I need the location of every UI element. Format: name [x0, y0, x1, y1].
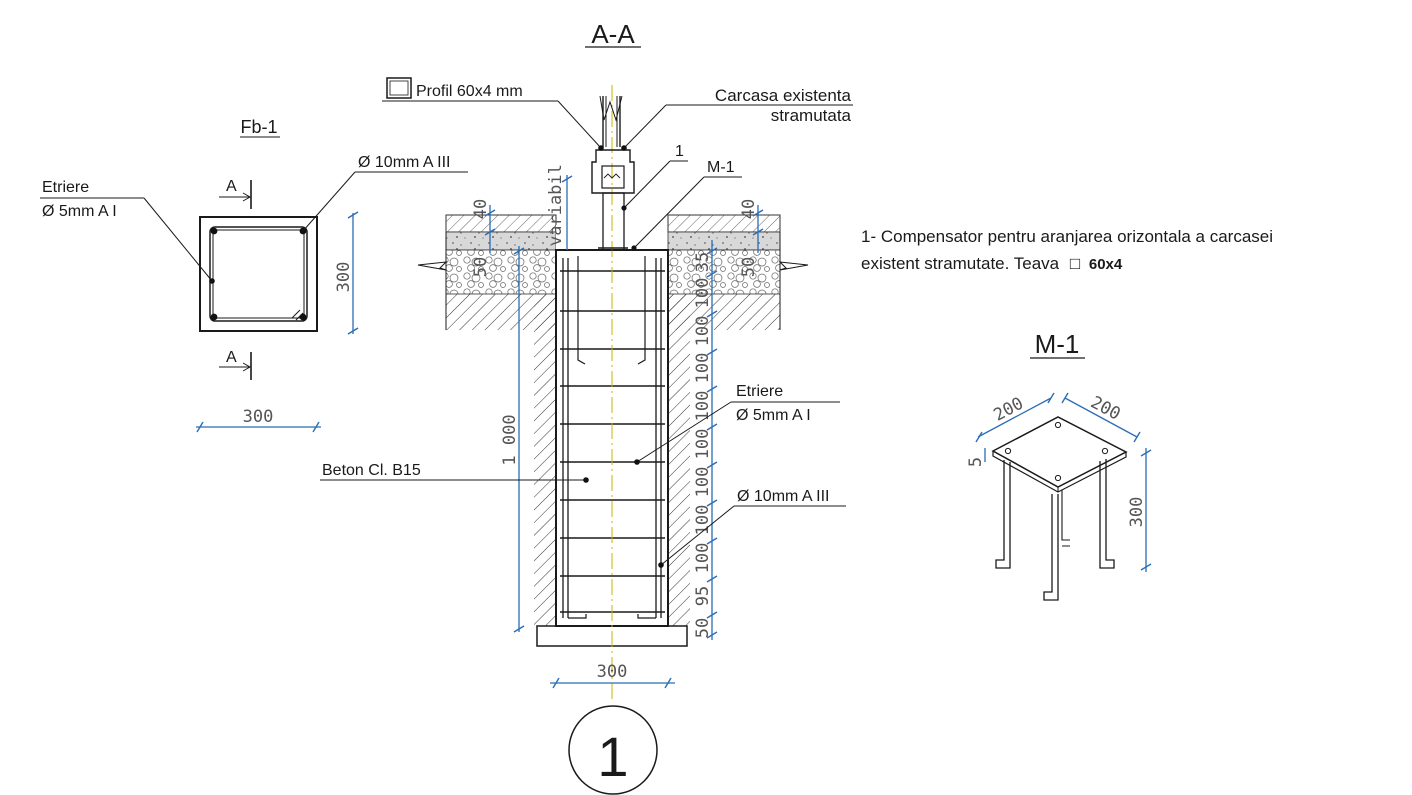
compensator-note: 1- Compensator pentru aranjarea orizonta…	[861, 227, 1273, 273]
fb1-rebar	[210, 227, 218, 235]
profile-label: Profil 60x4 mm	[416, 83, 523, 100]
dim-100: 100	[693, 391, 713, 422]
fb1-rebar-label: Ø 10mm A III	[358, 154, 450, 171]
m1-dim-right: 200	[1087, 393, 1124, 425]
stirrups-label: Etriere	[736, 383, 783, 400]
dim-300-base: 300	[597, 662, 628, 682]
dim-1000: 1 000	[500, 414, 520, 465]
dim-100: 100	[693, 429, 713, 460]
frame-label-2: stramutata	[771, 106, 852, 125]
fb1-stirrups-size: Ø 5mm A I	[42, 203, 117, 220]
detail-number-circle	[568, 705, 658, 795]
concrete-label: Beton Cl. B15	[322, 462, 421, 479]
m1-dim-height: 300	[1127, 497, 1147, 528]
dim-35: 35	[693, 252, 713, 272]
dim-100: 100	[693, 316, 713, 347]
fb1-stirrups-label: Etriere	[42, 179, 89, 196]
dim-50-left: 50	[471, 257, 491, 277]
variable-label: variabil	[546, 164, 566, 246]
dim-100: 100	[693, 543, 713, 574]
rebar-label: Ø 10mm A III	[737, 488, 829, 505]
fb1-stirrup	[209, 226, 308, 322]
steel-profile	[591, 95, 635, 251]
dim-95: 95	[693, 586, 713, 606]
m1-detail: M-1 200 200 5 300	[966, 329, 1152, 601]
detail-number: 1	[597, 725, 628, 788]
section-title: A-A	[591, 19, 635, 49]
dim-100: 100	[693, 467, 713, 498]
callout-1: 1	[675, 143, 684, 160]
fb1-dim-height: 300	[334, 262, 354, 293]
dim-50-right: 50	[739, 257, 759, 277]
main-section: Profil 60x4 mm Carcasa existenta stramut…	[320, 77, 853, 795]
note-line-2: existent stramutate. Teava □ 60x4	[861, 254, 1123, 273]
dim-40-right: 40	[739, 199, 759, 219]
callout-m1: M-1	[707, 159, 735, 176]
frame-label-1: Carcasa existenta	[715, 86, 852, 105]
fb1-title: Fb-1	[240, 117, 277, 137]
fb1-cross-section: Fb-1 Etriere Ø 5mm A I Ø 10mm A III A A	[40, 117, 468, 433]
dim-100: 100	[693, 353, 713, 384]
fb1-section-mark-top: A	[226, 178, 237, 195]
dim-40-left: 40	[471, 199, 491, 219]
m1-dim-left: 200	[990, 394, 1027, 426]
fb1-section-mark-bottom: A	[226, 349, 237, 366]
fb1-outline	[199, 216, 318, 332]
dim-50-bottom: 50	[693, 618, 713, 638]
profile-icon	[386, 77, 412, 99]
stirrups-size: Ø 5mm A I	[736, 407, 811, 424]
fb1-dim-width: 300	[243, 407, 274, 427]
dim-100: 100	[693, 505, 713, 536]
m1-title: M-1	[1035, 329, 1080, 359]
dim-100: 100	[693, 278, 713, 309]
m1-dim-thickness: 5	[966, 457, 986, 467]
note-line-1: 1- Compensator pentru aranjarea orizonta…	[861, 227, 1273, 246]
